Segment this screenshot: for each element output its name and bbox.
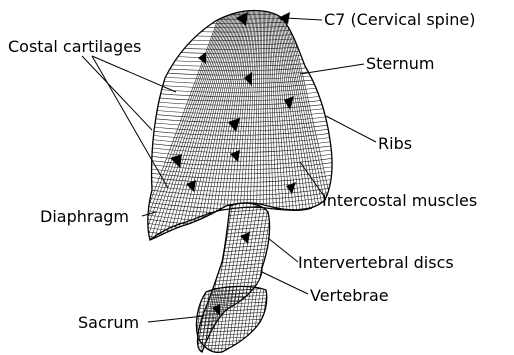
mesh-row-line: [190, 332, 272, 336]
mesh-row-line: [190, 259, 280, 265]
leader-ribs: [326, 116, 376, 142]
label-vertebrae: Vertebrae: [310, 286, 389, 305]
mesh-row-line: [190, 262, 280, 268]
label-costal-cartilages: Costal cartilages: [8, 37, 141, 56]
mesh-row-line: [190, 266, 280, 272]
leader-vertebrae: [262, 272, 308, 294]
mesh-row-line: [140, 212, 340, 222]
leader-costal-2: [92, 56, 168, 188]
mesh-row-line: [190, 219, 280, 225]
mesh-row-line: [140, 119, 340, 126]
mesh-row-line: [140, 98, 340, 105]
mesh-row-line: [140, 82, 340, 88]
mesh-row-line: [190, 223, 280, 229]
mesh-col-line: [279, 8, 312, 250]
mesh-col-line: [147, 8, 227, 250]
label-intervertebral-discs: Intervertebral discs: [298, 253, 454, 272]
mesh-row-line: [190, 241, 280, 247]
label-ribs: Ribs: [378, 134, 412, 153]
mesh-col-line: [274, 8, 297, 250]
mesh-row-line: [140, 6, 340, 11]
label-sternum: Sternum: [366, 54, 434, 73]
label-sacrum: Sacrum: [78, 313, 139, 332]
mesh-row-line: [190, 309, 272, 313]
mesh-col-line: [287, 8, 338, 250]
label-diaphragm: Diaphragm: [40, 207, 129, 226]
mesh-col-line: [187, 282, 197, 355]
leader-sternum: [300, 64, 364, 74]
mesh-col-line: [222, 200, 248, 355]
mesh-row-line: [190, 277, 280, 283]
mesh-row-line: [140, 233, 340, 243]
sacrum-mesh: [180, 278, 272, 355]
leader-discs: [268, 238, 298, 262]
mesh-col-line: [171, 200, 197, 355]
mesh-row-line: [190, 280, 280, 286]
leader-costal-1: [92, 56, 176, 92]
label-c7: C7 (Cervical spine): [324, 10, 475, 29]
leader-c7: [285, 18, 322, 20]
mesh-row-line: [190, 255, 280, 261]
label-intercostal-muscles: Intercostal muscles: [322, 191, 477, 210]
mesh-row-line: [140, 229, 340, 239]
mesh-row-line: [190, 336, 272, 340]
leader-sacrum: [148, 316, 204, 322]
mesh-row-line: [140, 56, 340, 62]
mesh-col-line: [280, 8, 316, 250]
